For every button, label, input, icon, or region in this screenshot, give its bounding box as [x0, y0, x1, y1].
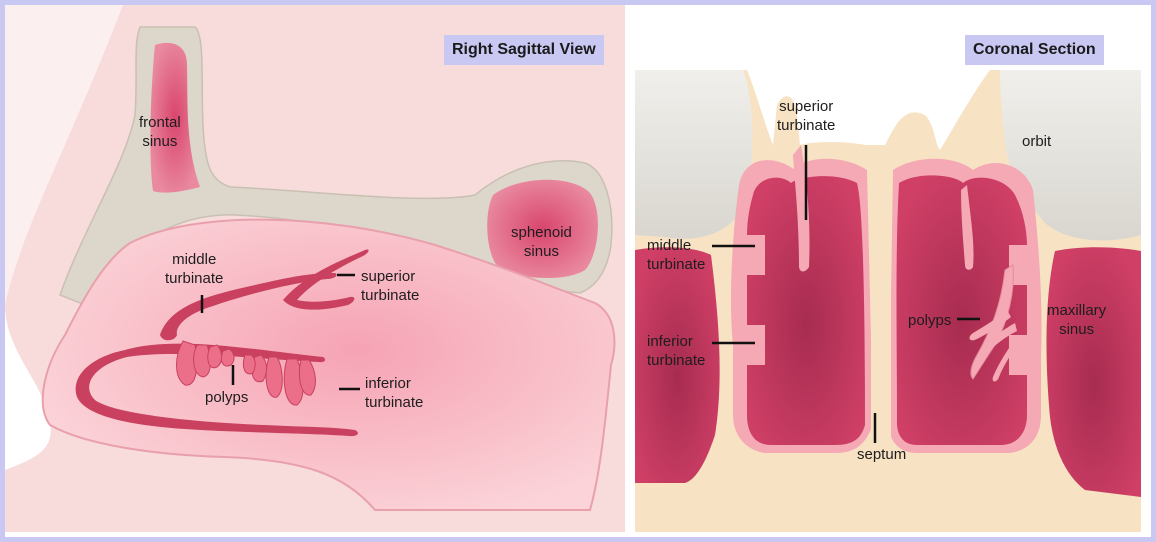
label-polyps-coronal: polyps [908, 311, 951, 330]
label-middle-turbinate: middle turbinate [165, 250, 223, 288]
panel-divider [625, 5, 635, 537]
septum-shape [871, 155, 891, 453]
left-orbit [635, 70, 752, 239]
label-orbit: orbit [1022, 132, 1051, 151]
coronal-title: Coronal Section [965, 35, 1104, 65]
label-maxillary-sinus: maxillary sinus [1047, 301, 1106, 339]
label-sphenoid-sinus: sphenoid sinus [511, 223, 572, 261]
label-inferior-turbinate-sagittal: inferior turbinate [365, 374, 423, 412]
label-polyps-sagittal: polyps [205, 388, 248, 407]
label-inferior-turbinate-coronal: inferior turbinate [647, 332, 705, 370]
sagittal-title: Right Sagittal View [444, 35, 604, 65]
label-septum: septum [857, 445, 906, 464]
sagittal-view [5, 5, 625, 532]
label-middle-turbinate-coronal: middle turbinate [647, 236, 705, 274]
label-superior-turbinate-sagittal: superior turbinate [361, 267, 419, 305]
label-frontal-sinus: frontal sinus [139, 113, 181, 151]
label-superior-turbinate-coronal: superior turbinate [777, 97, 835, 135]
